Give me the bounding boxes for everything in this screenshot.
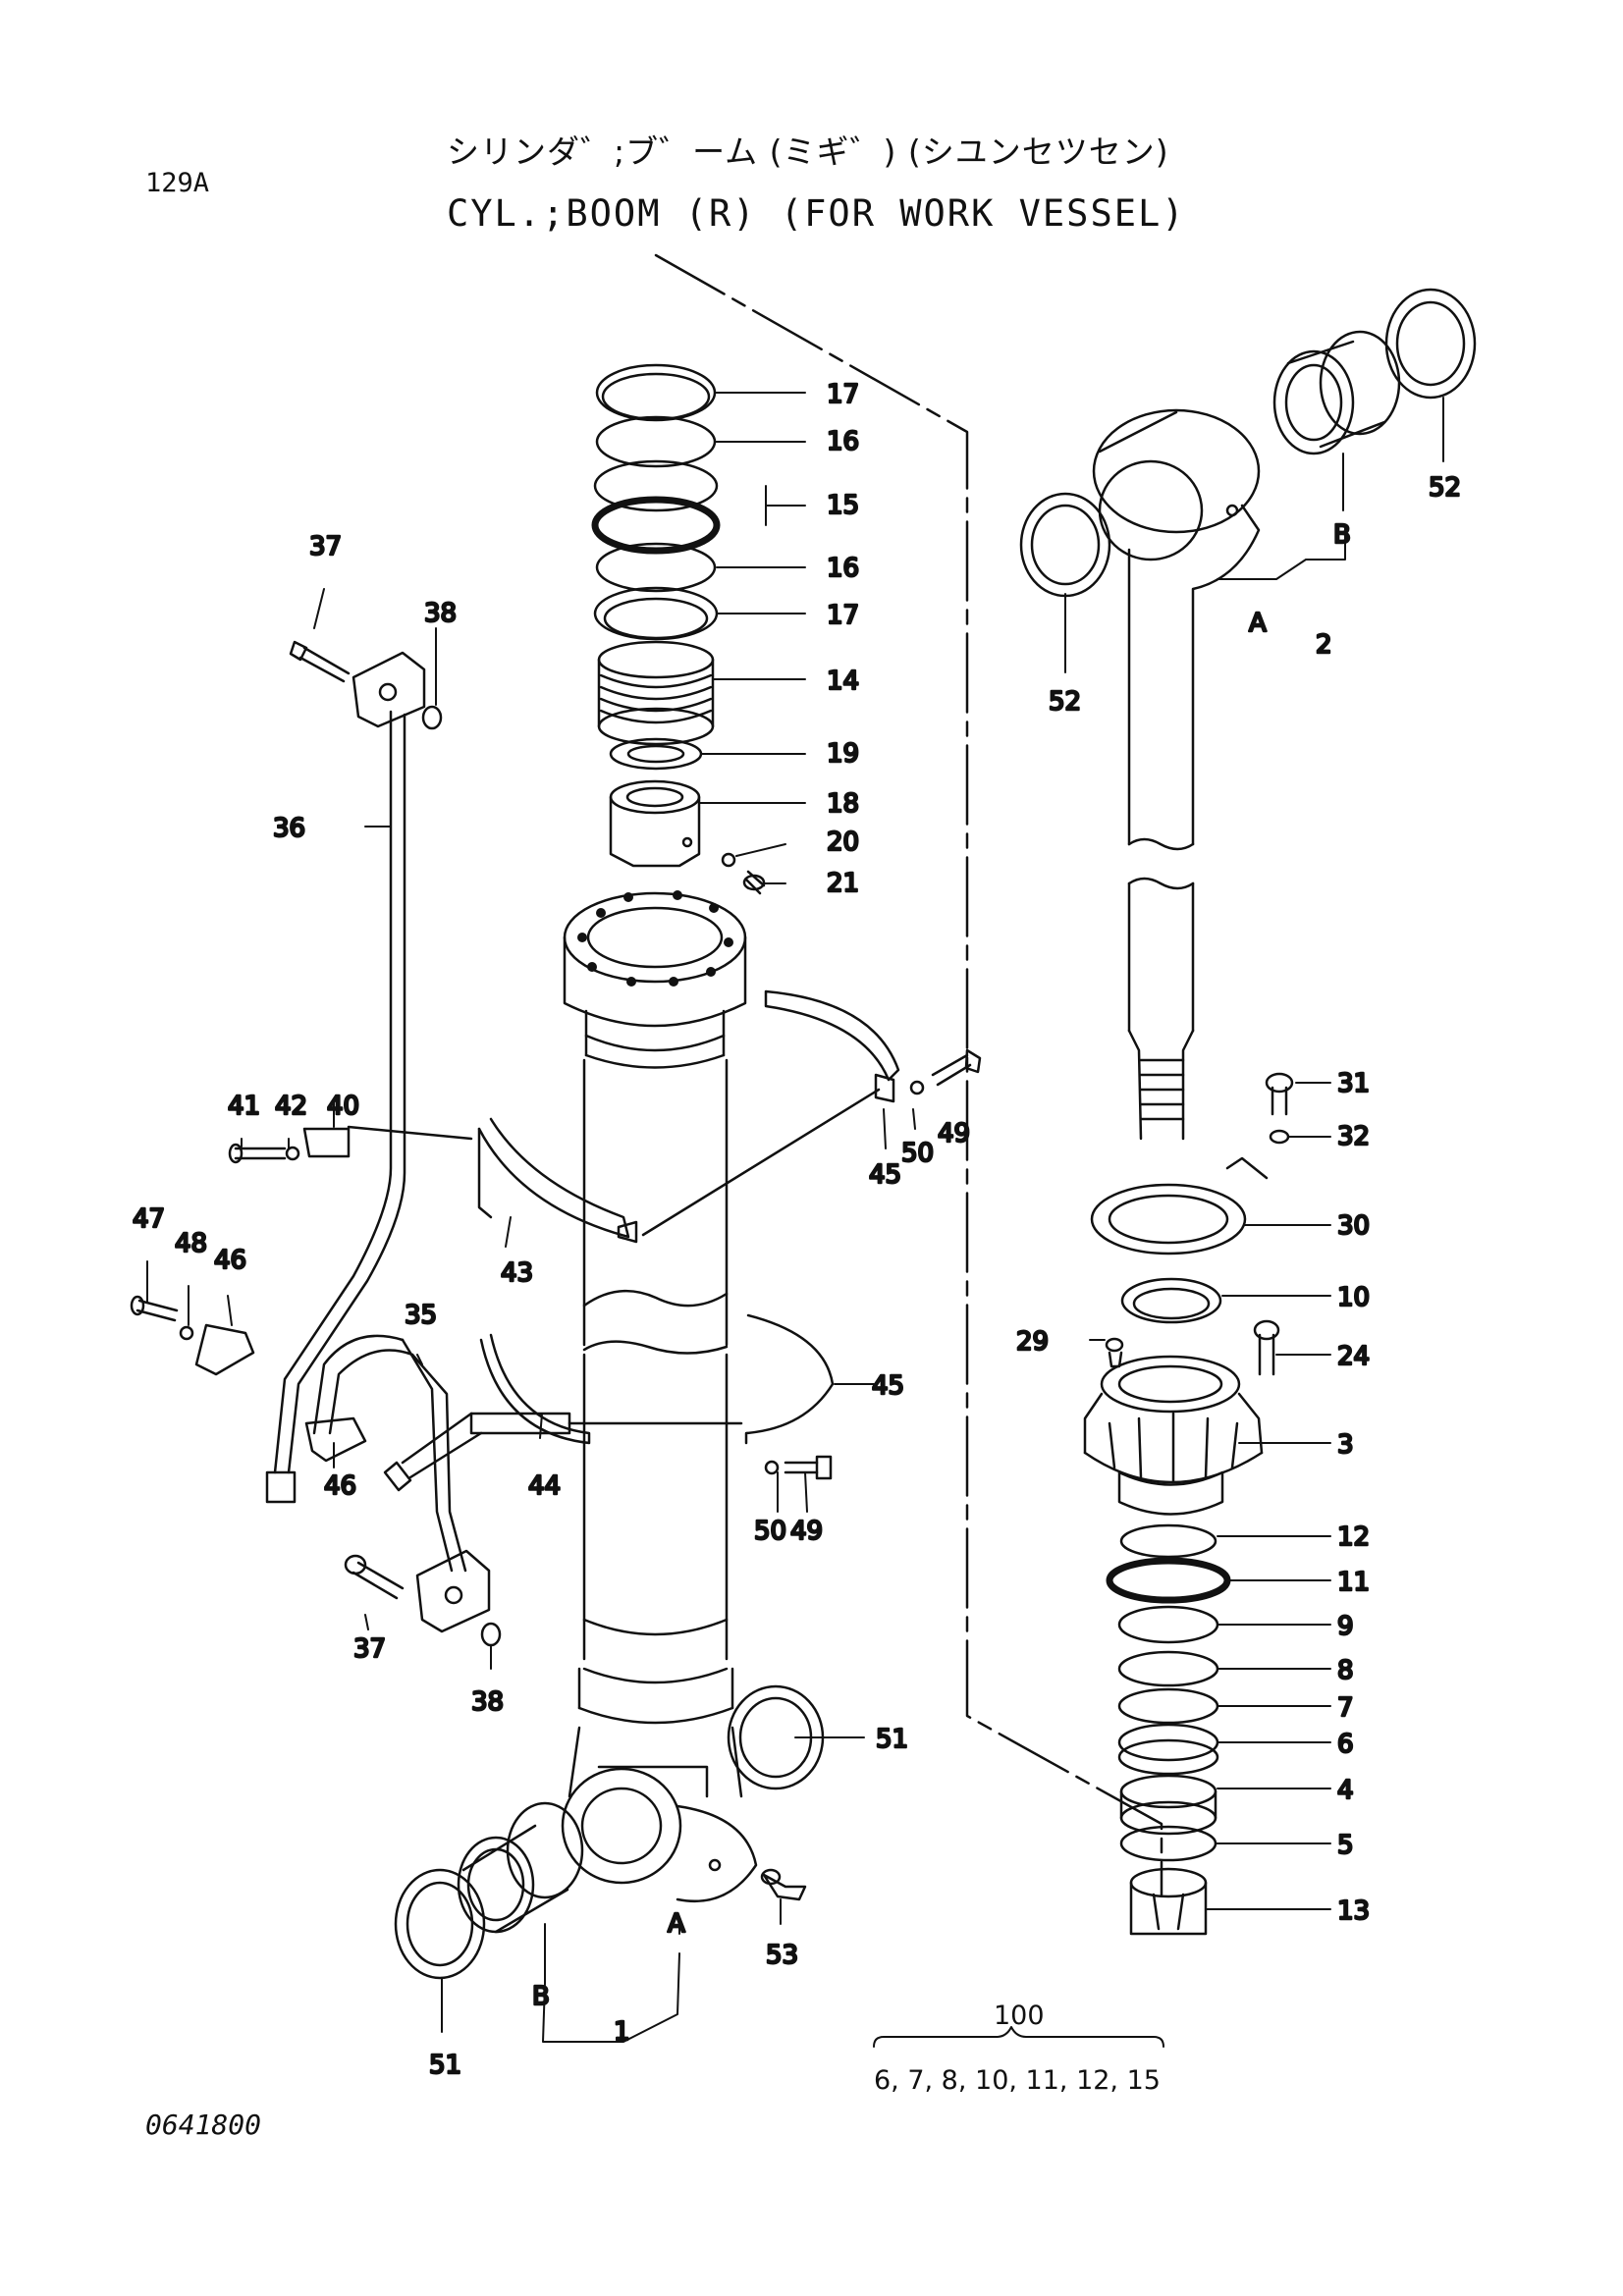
callout-7: 7 bbox=[1337, 1693, 1354, 1723]
seal-kit-contents: 6, 7, 8, 10, 11, 12, 15 bbox=[874, 2065, 1161, 2096]
callout-6: 6 bbox=[1337, 1730, 1354, 1759]
callout-49: 49 bbox=[790, 1517, 823, 1546]
callout-37: 37 bbox=[353, 1634, 386, 1664]
callout-3: 3 bbox=[1337, 1430, 1354, 1460]
callout-14: 14 bbox=[827, 667, 859, 696]
callout-12: 12 bbox=[1337, 1522, 1370, 1552]
callout-1: 1 bbox=[614, 2017, 630, 2047]
callout-9: 9 bbox=[1337, 1612, 1354, 1641]
callout-16: 16 bbox=[827, 427, 859, 456]
page-reference: 129A bbox=[145, 168, 210, 198]
title-english: CYL.;BOOM (R) (FOR WORK VESSEL) bbox=[447, 192, 1186, 235]
callout-49: 49 bbox=[938, 1119, 970, 1148]
callout-43: 43 bbox=[501, 1258, 533, 1288]
piston-seal-stack bbox=[591, 363, 766, 895]
drawing-number: 0641800 bbox=[145, 2109, 262, 2141]
callout-10: 10 bbox=[1337, 1283, 1370, 1312]
callout-21: 21 bbox=[827, 869, 859, 898]
callout-labels: 17 16 15 16 17 14 19 18 20 21 37 38 36 4… bbox=[132, 379, 1463, 2082]
callout-8: 8 bbox=[1337, 1656, 1354, 1685]
pipe-clamp-parts bbox=[130, 1127, 367, 1463]
cylinder-tube bbox=[561, 890, 758, 1903]
callout-42: 42 bbox=[275, 1092, 307, 1121]
callout-31: 31 bbox=[1337, 1069, 1370, 1098]
callout-44: 44 bbox=[528, 1471, 561, 1501]
callout-B: B bbox=[532, 1982, 550, 2011]
callout-5: 5 bbox=[1337, 1831, 1354, 1860]
callout-4: 4 bbox=[1337, 1776, 1354, 1805]
callout-52: 52 bbox=[1049, 687, 1081, 717]
callout-17: 17 bbox=[827, 601, 859, 630]
assembly-connector-line bbox=[654, 253, 1163, 1896]
callout-19: 19 bbox=[827, 739, 859, 769]
callout-51: 51 bbox=[876, 1725, 908, 1754]
piston-rod-assembly bbox=[1019, 288, 1477, 1936]
callout-38: 38 bbox=[471, 1687, 504, 1717]
tube-clamp-bands bbox=[347, 989, 982, 1492]
callout-45: 45 bbox=[872, 1371, 904, 1401]
title-japanese: シリンダ゛;ブ゛ーム (ミギ゛) (シユンセツセン) bbox=[447, 133, 1169, 171]
callout-51: 51 bbox=[429, 2051, 461, 2080]
callout-46: 46 bbox=[214, 1246, 246, 1275]
callout-35: 35 bbox=[405, 1301, 437, 1330]
callout-24: 24 bbox=[1337, 1342, 1370, 1371]
callout-53: 53 bbox=[766, 1941, 798, 1970]
seal-kit-number: 100 bbox=[994, 2001, 1045, 2031]
callout-40: 40 bbox=[327, 1092, 359, 1121]
callout-37: 37 bbox=[309, 532, 342, 561]
callout-46: 46 bbox=[324, 1471, 356, 1501]
callout-47: 47 bbox=[133, 1204, 165, 1234]
leader-lines bbox=[146, 392, 1444, 2048]
callout-11: 11 bbox=[1337, 1568, 1370, 1597]
callout-B: B bbox=[1333, 520, 1351, 550]
callout-45: 45 bbox=[869, 1160, 901, 1190]
bottom-pin-parts bbox=[394, 1684, 825, 1980]
callout-30: 30 bbox=[1337, 1211, 1370, 1241]
callout-2: 2 bbox=[1316, 630, 1332, 660]
callout-A: A bbox=[1249, 609, 1267, 638]
callout-16: 16 bbox=[827, 554, 859, 583]
callout-48: 48 bbox=[175, 1229, 207, 1258]
callout-50: 50 bbox=[901, 1139, 934, 1168]
callout-17: 17 bbox=[827, 380, 859, 409]
callout-13: 13 bbox=[1337, 1896, 1370, 1926]
hydraulic-pipes bbox=[265, 640, 502, 1647]
callout-15: 15 bbox=[827, 491, 859, 520]
callout-38: 38 bbox=[424, 599, 457, 628]
callout-52: 52 bbox=[1429, 473, 1461, 503]
callout-29: 29 bbox=[1016, 1327, 1049, 1357]
callout-41: 41 bbox=[228, 1092, 260, 1121]
callout-A: A bbox=[668, 1909, 685, 1939]
callout-50: 50 bbox=[754, 1517, 786, 1546]
callout-18: 18 bbox=[827, 789, 859, 819]
callout-32: 32 bbox=[1337, 1122, 1370, 1151]
callout-36: 36 bbox=[273, 814, 305, 843]
callout-20: 20 bbox=[827, 828, 859, 857]
